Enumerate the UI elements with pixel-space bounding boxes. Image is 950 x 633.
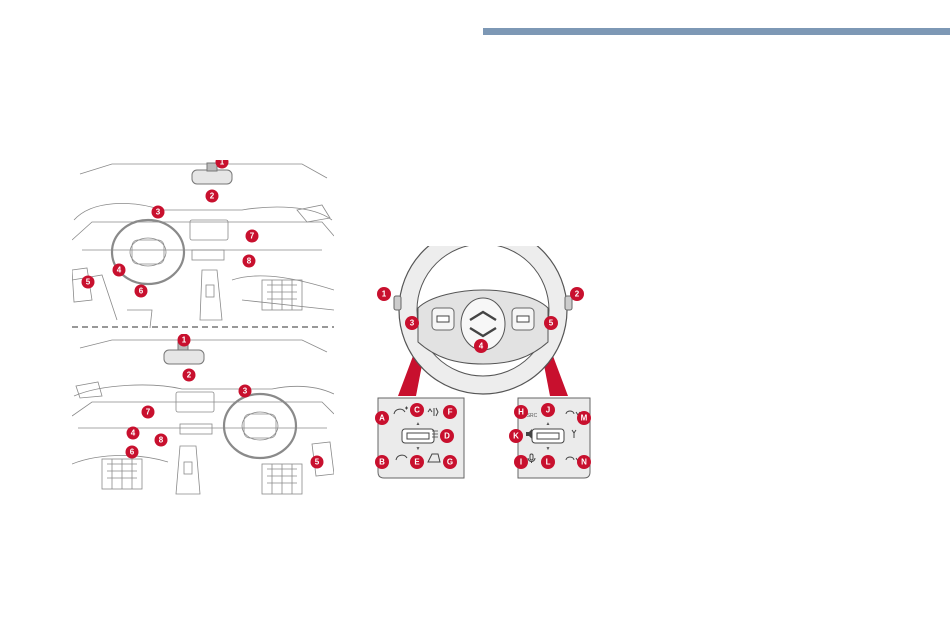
- svg-text:3: 3: [410, 319, 415, 328]
- badge-wheel-1: 1: [377, 287, 391, 301]
- badge-panel-E: E: [410, 455, 424, 469]
- left-down-arrow: ▼: [416, 446, 421, 452]
- badge-panel-L: L: [541, 455, 555, 469]
- right-up-arrow: ▲: [546, 421, 551, 427]
- badge-panel-F: F: [443, 405, 457, 419]
- svg-text:1: 1: [220, 160, 225, 167]
- svg-text:D: D: [444, 432, 450, 441]
- badge-top-3: 3: [152, 206, 165, 219]
- badge-bottom-6: 6: [126, 446, 139, 459]
- badge-panel-A: A: [375, 411, 389, 425]
- svg-text:3: 3: [156, 208, 161, 217]
- svg-text:8: 8: [159, 436, 164, 445]
- right-control-panel: ▲ ▼ SRC H I J K L: [509, 398, 591, 478]
- badge-panel-M: M: [577, 411, 591, 425]
- svg-text:5: 5: [549, 319, 554, 328]
- svg-text:C: C: [414, 406, 420, 415]
- svg-text:4: 4: [117, 266, 122, 275]
- left-up-arrow: ▲: [416, 421, 421, 427]
- svg-text:I: I: [520, 458, 522, 467]
- badge-bottom-1: 1: [178, 334, 191, 347]
- badge-bottom-7: 7: [142, 406, 155, 419]
- svg-text:4: 4: [479, 342, 484, 351]
- svg-text:G: G: [447, 458, 453, 467]
- svg-text:H: H: [518, 408, 524, 417]
- badge-panel-H: H: [514, 405, 528, 419]
- right-down-arrow: ▼: [546, 446, 551, 452]
- svg-text:1: 1: [182, 336, 187, 345]
- svg-text:5: 5: [315, 458, 320, 467]
- svg-text:5: 5: [86, 278, 91, 287]
- svg-text:J: J: [546, 406, 550, 415]
- header-rule: [483, 28, 950, 35]
- svg-text:2: 2: [210, 192, 215, 201]
- svg-text:7: 7: [250, 232, 255, 241]
- svg-text:E: E: [414, 458, 420, 467]
- svg-text:2: 2: [187, 371, 192, 380]
- badge-panel-J: J: [541, 403, 555, 417]
- badge-top-8: 8: [243, 255, 256, 268]
- badge-top-6: 6: [135, 285, 148, 298]
- badge-wheel-2: 2: [570, 287, 584, 301]
- badge-bottom-8: 8: [155, 434, 168, 447]
- svg-text:M: M: [581, 414, 588, 423]
- badge-wheel-3: 3: [405, 316, 419, 330]
- badge-top-7: 7: [246, 230, 259, 243]
- svg-text:F: F: [448, 408, 453, 417]
- badge-panel-D: D: [440, 429, 454, 443]
- badge-bottom-5: 5: [311, 456, 324, 469]
- svg-text:K: K: [513, 432, 519, 441]
- src-label: SRC: [527, 413, 538, 419]
- svg-text:7: 7: [146, 408, 151, 417]
- badge-bottom-3: 3: [239, 385, 252, 398]
- badge-top-4: 4: [113, 264, 126, 277]
- svg-text:L: L: [546, 458, 551, 467]
- badge-top-2: 2: [206, 190, 219, 203]
- svg-text:N: N: [581, 458, 587, 467]
- badge-panel-B: B: [375, 455, 389, 469]
- badge-panel-C: C: [410, 403, 424, 417]
- svg-text:4: 4: [131, 429, 136, 438]
- svg-text:1: 1: [382, 290, 387, 299]
- badge-bottom-4: 4: [127, 427, 140, 440]
- svg-text:2: 2: [575, 290, 580, 299]
- badge-wheel-5: 5: [544, 316, 558, 330]
- svg-text:A: A: [379, 414, 385, 423]
- svg-text:B: B: [379, 458, 385, 467]
- svg-text:6: 6: [139, 287, 144, 296]
- badge-panel-N: N: [577, 455, 591, 469]
- badge-bottom-2: 2: [183, 369, 196, 382]
- badge-wheel-4: 4: [474, 339, 488, 353]
- badge-panel-K: K: [509, 429, 523, 443]
- svg-text:6: 6: [130, 448, 135, 457]
- svg-text:3: 3: [243, 387, 248, 396]
- dashboard-illustration-bottom: 1 2 3 4 5 6 7 8: [72, 334, 334, 502]
- dashboard-illustration-top: 1 2 3 4 5 6 7 8: [72, 160, 334, 328]
- steering-wheel-diagram: 1 2 3 4 5 ▲ ▼ A: [370, 246, 600, 480]
- left-control-panel: ▲ ▼ A B C D E F: [375, 398, 464, 478]
- badge-panel-I: I: [514, 455, 528, 469]
- svg-text:8: 8: [247, 257, 252, 266]
- badge-top-5: 5: [82, 276, 95, 289]
- badge-panel-G: G: [443, 455, 457, 469]
